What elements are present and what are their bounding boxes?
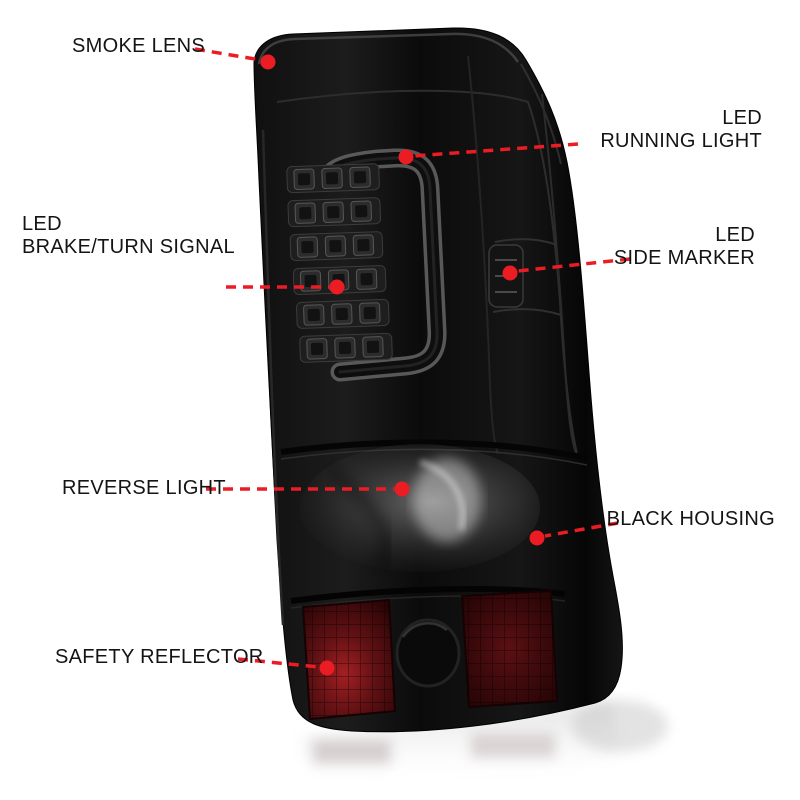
leader-line-running-light bbox=[413, 142, 579, 158]
section-divider-upper bbox=[280, 439, 588, 461]
label-led-running-light: LED RUNNING LIGHT bbox=[600, 107, 762, 153]
label-black-housing: BLACK HOUSING bbox=[607, 508, 775, 531]
callout-dot-reverse-light bbox=[394, 481, 410, 497]
callout-dot-black-housing bbox=[529, 530, 545, 546]
callout-dot-running-light bbox=[398, 149, 414, 165]
label-safety-reflector: SAFETY REFLECTOR bbox=[55, 646, 264, 669]
label-line: SAFETY REFLECTOR bbox=[55, 646, 264, 668]
leader-line-black-housing bbox=[544, 521, 619, 538]
leader-line-smoke-lens bbox=[194, 47, 262, 62]
led-light-bar bbox=[321, 148, 447, 382]
label-line: BLACK HOUSING bbox=[606, 508, 775, 530]
label-smoke-lens: SMOKE LENS bbox=[72, 35, 205, 58]
floor-reflection bbox=[300, 700, 668, 788]
socket-cap bbox=[395, 618, 461, 688]
callout-graphics bbox=[194, 47, 631, 676]
callout-dot-brake-turn-signal bbox=[329, 279, 345, 295]
leader-line-safety-reflector bbox=[237, 657, 320, 669]
label-line: BRAKE/TURN SIGNAL bbox=[22, 236, 235, 258]
callout-dot-safety-reflector bbox=[319, 660, 335, 676]
label-line: RUNNING LIGHT bbox=[600, 130, 762, 152]
label-reverse-light: REVERSE LIGHT bbox=[62, 477, 226, 500]
label-line: LED bbox=[22, 213, 62, 235]
callout-dot-smoke-lens bbox=[260, 54, 276, 70]
label-line: REVERSE LIGHT bbox=[62, 477, 226, 499]
leader-line-side-marker bbox=[517, 257, 631, 273]
label-led-brake-turn-signal: LED BRAKE/TURN SIGNAL bbox=[22, 213, 235, 259]
reflector-left bbox=[301, 598, 397, 721]
label-line: SMOKE LENS bbox=[72, 35, 206, 57]
callout-dot-side-marker bbox=[502, 265, 518, 281]
reverse-light-swirl bbox=[300, 444, 540, 572]
reflector-right bbox=[460, 589, 559, 709]
label-led-side-marker: LED SIDE MARKER bbox=[614, 224, 755, 270]
label-line: LED bbox=[715, 224, 755, 246]
label-line: LED bbox=[722, 107, 762, 129]
label-line: SIDE MARKER bbox=[613, 247, 755, 269]
